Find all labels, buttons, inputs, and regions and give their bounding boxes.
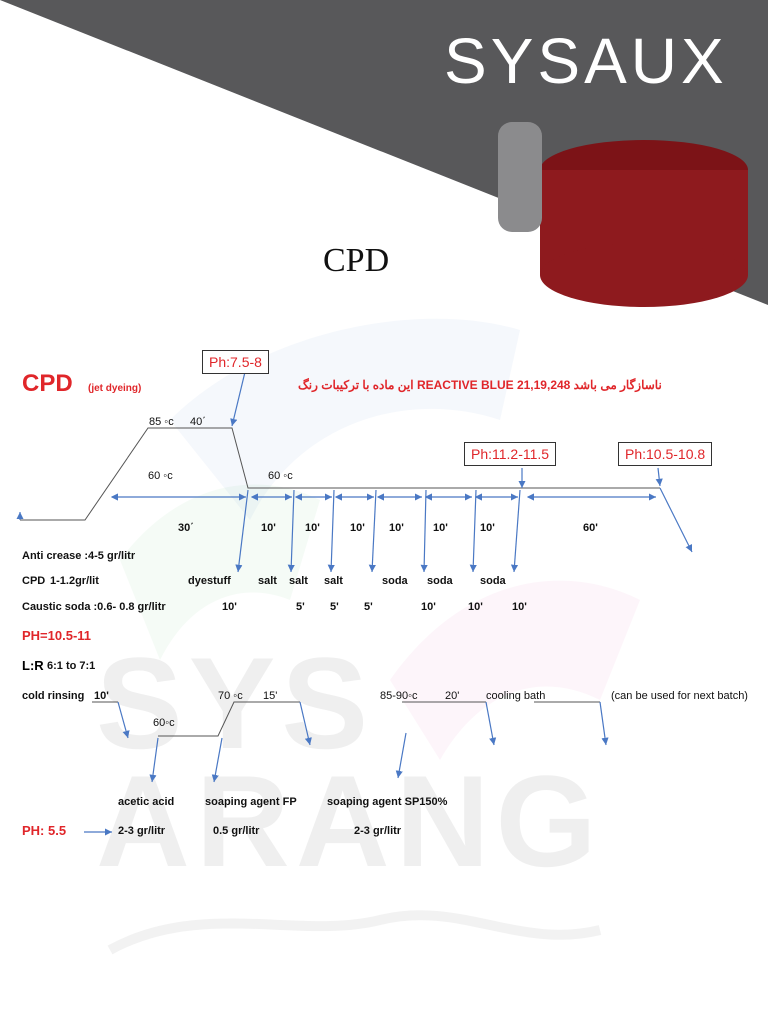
cooling-bath-label: cooling bath <box>486 690 546 702</box>
cold-rinsing-label: cold rinsing <box>22 690 85 702</box>
bg-pink-shape <box>390 580 640 760</box>
addition-time-5: 10' <box>421 601 436 613</box>
addition-soda-2: soda <box>427 575 453 587</box>
lr-value: 6:1 to 7:1 <box>47 660 96 672</box>
chemical-acetic-acid: acetic acid <box>118 796 175 808</box>
next-batch-note: (can be used for next batch) <box>611 690 748 702</box>
ph-box-3: Ph:10.5-10.8 <box>618 442 713 466</box>
duration-1: 30΄ <box>178 522 194 534</box>
anti-crease: Anti crease :4-5 gr/litr <box>22 550 136 562</box>
duration-7: 10' <box>480 522 495 534</box>
ph-box-1: Ph:7.5-8 <box>202 350 269 374</box>
rinse-temp-60: 60◦c <box>153 717 175 729</box>
addition-dyestuff: dyestuff <box>188 575 231 587</box>
bg-green-shape <box>120 484 320 660</box>
duration-4: 10' <box>350 522 365 534</box>
watermark-script <box>107 910 602 955</box>
incompatibility-warning: این ماده با ترکیبات رنگ REACTIVE BLUE 21… <box>298 378 662 392</box>
chemical-soaping-fp: soaping agent FP <box>205 796 297 808</box>
ph-value: PH=10.5-11 <box>22 628 92 643</box>
temperature-profile <box>20 427 660 521</box>
temp-60-left: 60 ◦c <box>148 470 173 482</box>
duration-6: 10' <box>433 522 448 534</box>
time-40: 40΄ <box>190 416 206 428</box>
cold-rinsing-time: 10' <box>94 690 109 702</box>
temp-85: 85 ◦c <box>149 416 174 428</box>
page-title: CPD <box>323 242 390 279</box>
rinsing-arrows <box>84 701 609 836</box>
rinse-temp-hot: 85-90◦c <box>380 690 418 702</box>
addition-soda-3: soda <box>480 575 506 587</box>
rinse-time-20: 20' <box>445 690 460 702</box>
addition-time-3: 5' <box>330 601 339 613</box>
ph-box-2: Ph:11.2-11.5 <box>464 442 557 466</box>
watermark-arang: ARANG <box>96 748 603 894</box>
addition-time-7: 10' <box>512 601 527 613</box>
red-scroll-bottom <box>540 243 748 307</box>
rinse-temp-70: 70 ◦c <box>218 690 243 702</box>
addition-salt-1: salt <box>258 575 277 587</box>
caustic-soda: Caustic soda :0.6- 0.8 gr/litr <box>22 601 166 613</box>
process-title: CPD <box>22 370 73 397</box>
addition-time-2: 5' <box>296 601 305 613</box>
duration-5: 10' <box>389 522 404 534</box>
temp-60-mid: 60 ◦c <box>268 470 293 482</box>
addition-salt-2: salt <box>289 575 308 587</box>
sysaux-logo: SYSAUX <box>444 25 728 97</box>
duration-3: 10' <box>305 522 320 534</box>
duration-2: 10' <box>261 522 276 534</box>
addition-arrows <box>230 371 693 573</box>
dose-acetic: 2-3 gr/litr <box>118 825 166 837</box>
addition-time-6: 10' <box>468 601 483 613</box>
cpd-value: 1-1.2gr/lit <box>50 575 99 587</box>
rinse-time-15: 15' <box>263 690 278 702</box>
dose-soaping-fp: 0.5 gr/litr <box>213 825 260 837</box>
dose-soaping-sp150: 2-3 gr/litr <box>354 825 402 837</box>
addition-time-4: 5' <box>364 601 373 613</box>
lr-label: L:R <box>22 658 44 673</box>
cpd-label: CPD <box>22 575 46 587</box>
duration-8: 60' <box>583 522 598 534</box>
rinse-ph: PH: 5.5 <box>22 823 67 838</box>
process-subtitle: (jet dyeing) <box>88 383 142 394</box>
watermark-sys: SYS <box>96 630 375 776</box>
rinsing-profile <box>92 701 600 737</box>
chemical-soaping-sp150: soaping agent SP150% <box>327 796 448 808</box>
addition-time-1: 10' <box>222 601 237 613</box>
scroll-curl <box>498 122 542 232</box>
addition-soda-1: soda <box>382 575 408 587</box>
addition-salt-3: salt <box>324 575 343 587</box>
